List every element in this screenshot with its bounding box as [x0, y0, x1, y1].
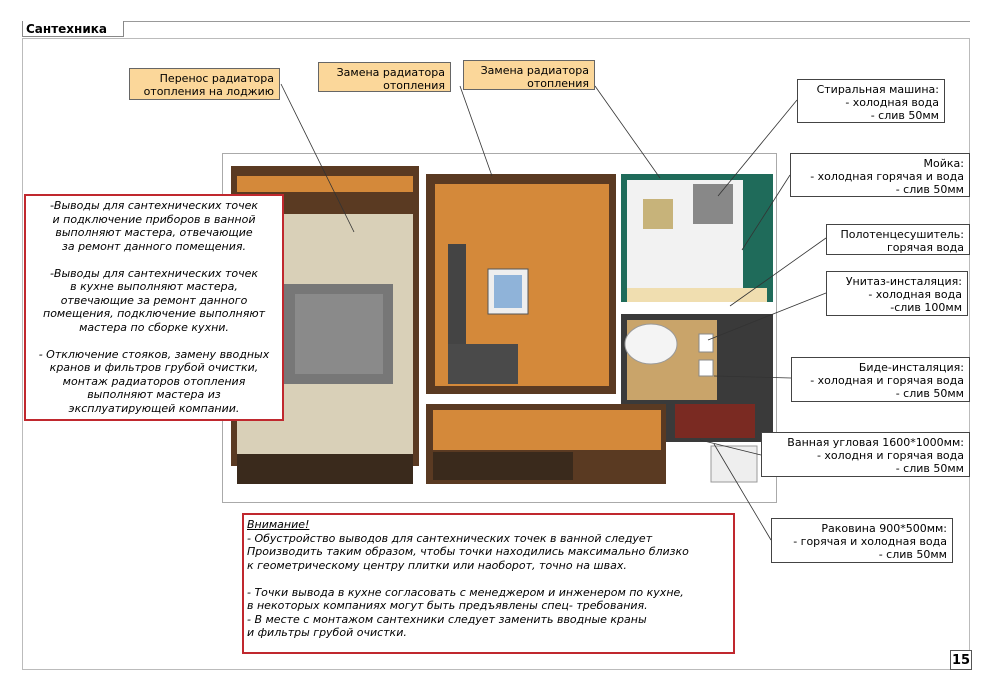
callout-kitchen-sink: Мойка: - холодная горячая и вода - слив … — [790, 153, 970, 197]
hallway-floor — [433, 410, 661, 450]
kitchen-table — [643, 199, 673, 229]
bottom-note: Внимание! - Обустройство выводов для сан… — [242, 513, 735, 654]
page-number: 15 — [950, 650, 972, 670]
bottom-note-title: Внимание! — [247, 518, 310, 531]
callout-toilet: Унитаз-инсталяция: - холодная вода -слив… — [826, 271, 968, 316]
hallway-wardrobe — [433, 452, 573, 480]
callout-radiator-replace-1: Замена радиатора отопления — [318, 62, 451, 92]
callout-corner-bath: Ванная угловая 1600*1000мм: - холодня и … — [761, 432, 970, 477]
bed-blanket — [295, 294, 383, 374]
toilet — [698, 333, 714, 353]
floor-plan — [222, 153, 777, 503]
bedroom-wardrobe — [237, 454, 413, 484]
entrance-mat — [710, 445, 758, 483]
left-note: -Выводы для сантехнических точек и подкл… — [24, 194, 284, 421]
corner-bath — [624, 323, 678, 365]
header-rule — [22, 21, 970, 22]
callout-washbasin: Раковина 900*500мм: - горячая и холодная… — [771, 518, 953, 563]
bidet — [698, 359, 714, 377]
callout-bidet: Биде-инсталяция: - холодная и горячая во… — [791, 357, 970, 402]
floor-plan-drawing — [231, 166, 773, 484]
coffee-table-top — [494, 275, 522, 308]
sofa-corner — [448, 344, 518, 384]
kitchen-appliance — [693, 184, 733, 224]
loggia-floor — [237, 176, 413, 192]
callout-radiator-loggia: Перенос радиатора отопления на лоджию — [129, 68, 280, 100]
bathroom-cabinet — [675, 404, 755, 438]
callout-radiator-replace-2: Замена радиатора отопления — [463, 60, 595, 90]
kitchen-counter — [627, 288, 767, 302]
page-frame — [22, 38, 970, 670]
page-title: Сантехника — [22, 21, 124, 37]
callout-towel-dryer: Полотенцесушитель: горячая вода — [826, 224, 970, 255]
callout-washing-machine: Стиральная машина: - холодная вода - сли… — [797, 79, 945, 123]
